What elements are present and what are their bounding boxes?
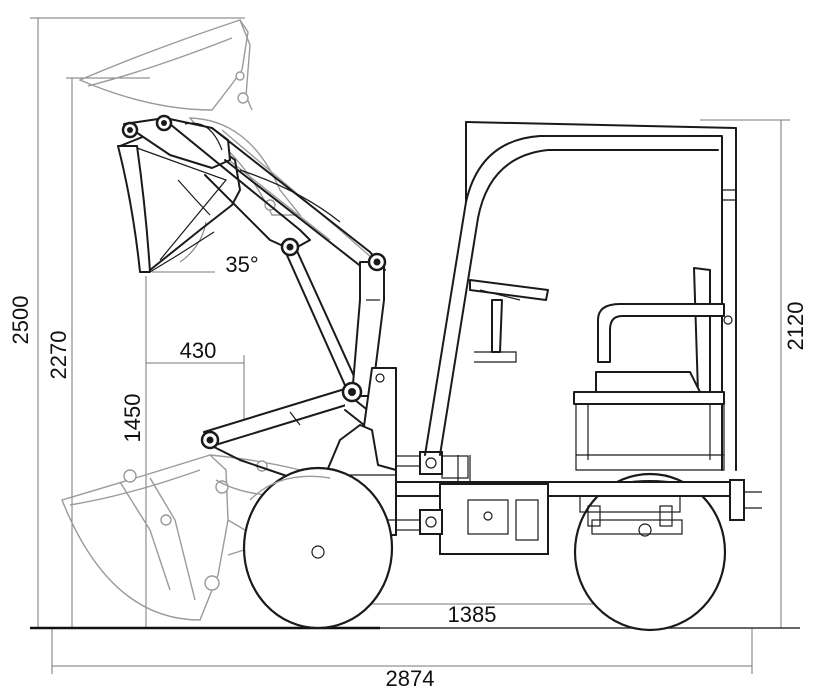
seat [573,267,733,471]
dim-dump-angle: 35° [225,252,258,277]
dim-dump-height: 1450 [120,394,145,443]
dim-dump-reach: 430 [180,338,217,363]
dim-wheelbase: 1385 [448,602,497,627]
loader-arm [117,114,391,497]
steering [469,279,549,363]
dim-overall-length: 2874 [386,666,435,690]
dim-cab-height: 2120 [783,302,808,351]
dim-max-pin-height: 2270 [46,331,71,380]
rops-cab [424,121,737,485]
dim-overall-height: 2500 [8,296,33,345]
dimension-labels: 2500 2270 1450 430 35° 2120 1385 2874 [8,252,808,690]
rear-wheel [573,472,727,632]
front-wheel [242,466,394,630]
lowered-bucket-ghost [61,454,331,621]
chassis [395,451,762,555]
